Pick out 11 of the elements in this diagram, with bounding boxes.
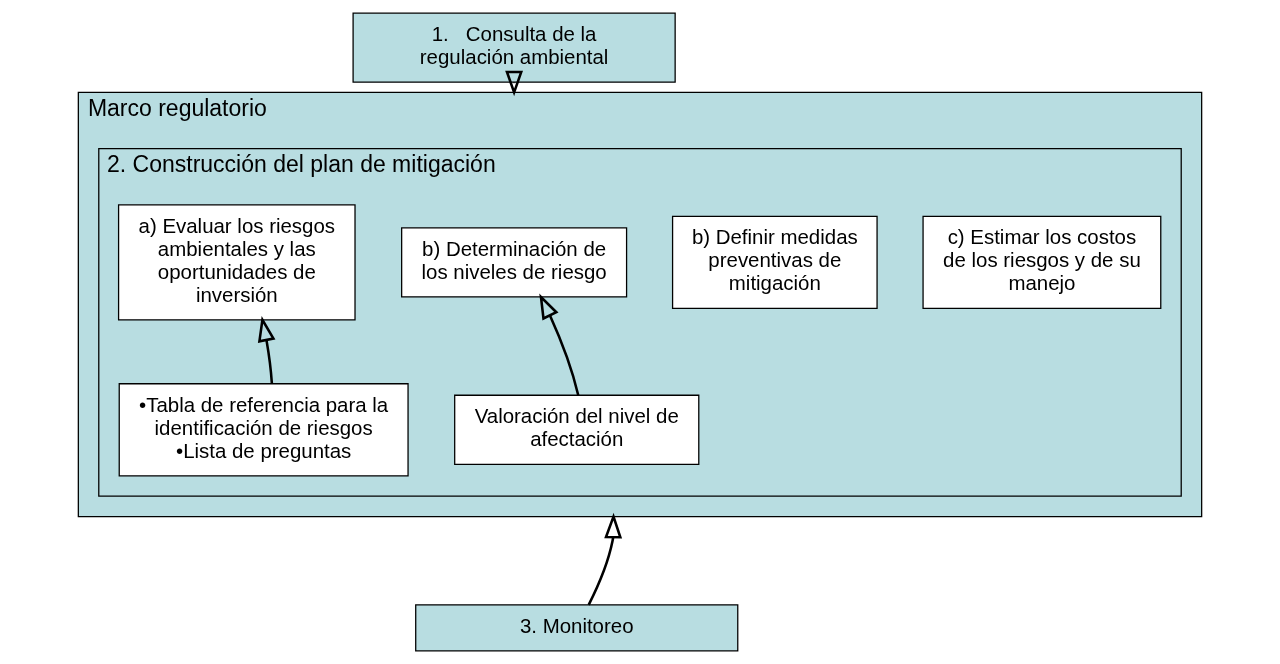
arrow — [257, 316, 276, 384]
node-box: b) Definir medidas preventivas de mitigación — [671, 215, 878, 309]
arrow — [587, 512, 623, 606]
node-box: c) Estimar los costos de los riesgos y de su manejo — [922, 215, 1162, 309]
arrow — [505, 70, 524, 97]
node-box: 3. Monitoreo — [415, 604, 739, 652]
arrow — [539, 293, 580, 396]
node-box: b) Determinación de los niveles de riesgo — [401, 227, 628, 298]
node-box: a) Evaluar los riesgos ambientales y las oportunidades de inversión — [117, 204, 356, 321]
node-box: Valoración del nivel de afectación — [454, 394, 700, 465]
node-box: •Tabla de referencia para la identificación de riesgos •Lista de preguntas — [118, 383, 409, 477]
